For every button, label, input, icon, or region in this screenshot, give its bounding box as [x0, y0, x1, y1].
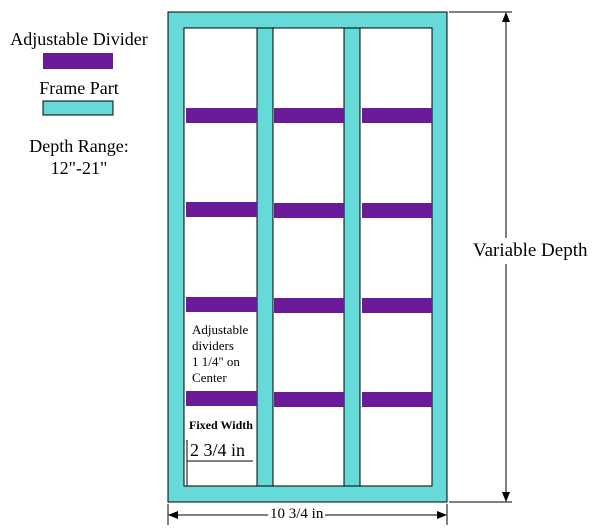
divider-c3-r2	[362, 203, 432, 218]
depth-arrow-top	[502, 12, 510, 22]
divider-c2-r3	[274, 298, 344, 313]
note-line-1: Adjustable	[192, 322, 249, 337]
divider-c3-r1	[362, 108, 432, 123]
overall-width-label: 10 3/4 in	[268, 506, 326, 523]
depth-range-title: Depth Range:	[29, 136, 129, 156]
divider-c1-r2	[186, 202, 257, 217]
legend-divider-swatch	[43, 53, 113, 69]
width-arrow-right	[437, 511, 447, 519]
divider-c2-r4	[274, 392, 344, 407]
divider-spacing-note: Adjustable dividers 1 1/4" on Center	[192, 322, 258, 386]
note-line-3: 1 1/4" on	[192, 354, 240, 369]
legend-divider-label: Adjustable Divider	[10, 29, 148, 49]
fixed-width-label: Fixed Width	[189, 418, 253, 432]
depth-arrow-bottom	[502, 492, 510, 502]
divider-c1-r3	[186, 297, 257, 312]
divider-c3-r3	[362, 298, 432, 313]
note-line-2: dividers	[192, 338, 234, 353]
variable-depth-label: Variable Depth	[473, 238, 588, 264]
divider-c1-r4	[186, 391, 257, 406]
fixed-width-value: 2 3/4 in	[190, 440, 246, 460]
vertical-frame-part-2	[343, 27, 361, 487]
divider-c2-r2	[274, 203, 344, 218]
vertical-frame-part-1	[256, 27, 274, 487]
note-line-4: Center	[192, 370, 227, 385]
depth-range-value: 12"-21"	[50, 158, 108, 178]
legend-frame-swatch	[42, 100, 114, 116]
divider-c1-r1	[186, 108, 257, 123]
inner-opening	[183, 27, 433, 487]
divider-c2-r1	[274, 108, 344, 123]
divider-c3-r4	[362, 392, 432, 407]
width-arrow-left	[168, 511, 178, 519]
legend-frame-label: Frame Part	[39, 78, 119, 98]
